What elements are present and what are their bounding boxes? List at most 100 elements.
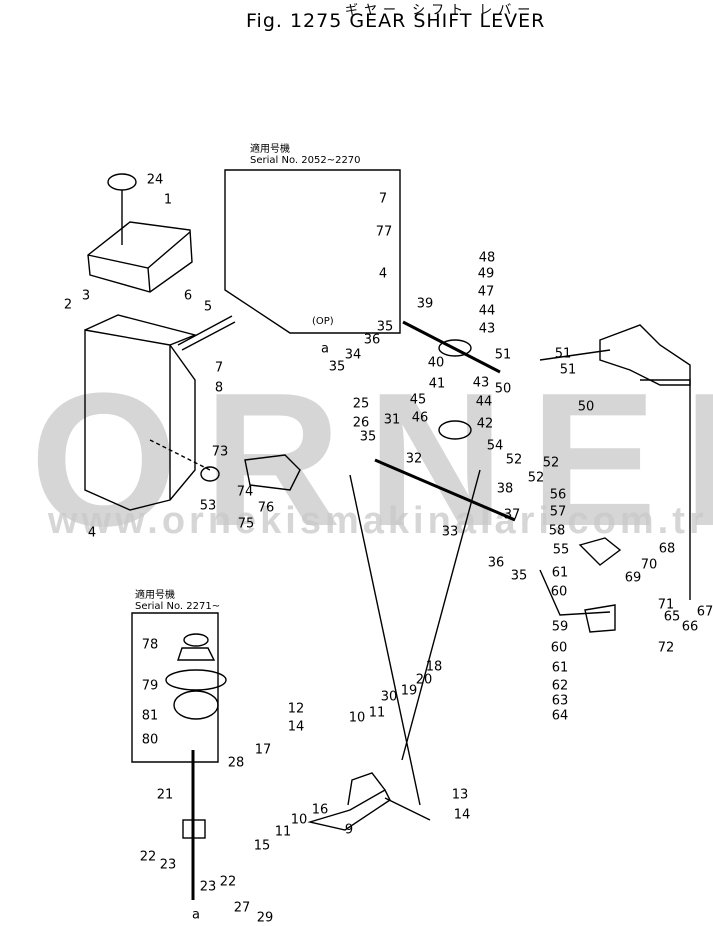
part-number-label: 10 [348, 710, 366, 726]
figure-title: Fig. 1275 GEAR SHIFT LEVER [246, 10, 546, 32]
part-number-label: 45 [409, 392, 427, 408]
part-number-label: 22 [139, 849, 157, 865]
part-number-label: 56 [549, 487, 567, 503]
part-number-label: 26 [352, 415, 370, 431]
part-number-label: 35 [376, 319, 394, 335]
part-number-label: 23 [199, 879, 217, 895]
part-number-label: 34 [344, 347, 362, 363]
part-number-label: 14 [453, 807, 471, 823]
part-number-label: 72 [657, 640, 675, 656]
part-number-label: 68 [658, 541, 676, 557]
part-number-label: 2 [63, 297, 73, 313]
part-number-label: 50 [494, 381, 512, 397]
part-number-label: 43 [478, 321, 496, 337]
part-number-label: 48 [478, 250, 496, 266]
rod-33 [374, 458, 516, 522]
part-number-label: a [192, 907, 200, 923]
serial-box-2-outline [131, 612, 219, 763]
part-number-label: 15 [253, 838, 271, 854]
part-number-label: 30 [380, 689, 398, 705]
part-number-label: 7 [214, 360, 224, 376]
part-number-label: 35 [359, 429, 377, 445]
part-number-label: 18 [425, 659, 443, 675]
part-number-label: 6 [183, 288, 193, 304]
part-number-label: 7 [378, 191, 388, 207]
part-number-label: 25 [352, 396, 370, 412]
title-japanese: ギヤー シフト レバー [345, 3, 537, 18]
part-number-label: 12 [287, 701, 305, 717]
part-number-label: 51 [554, 346, 572, 362]
part-number-label: 52 [527, 470, 545, 486]
part-number-label: 79 [141, 678, 159, 694]
serial-jp: 適用号機 [135, 590, 175, 601]
part-number-label: 36 [487, 555, 505, 571]
part-number-label: a [321, 341, 329, 357]
part-number-label: 17 [254, 742, 272, 758]
part-number-label: 21 [156, 787, 174, 803]
part-number-label: 28 [227, 755, 245, 771]
part-number-label: 80 [141, 732, 159, 748]
part-number-label: 73 [211, 444, 229, 460]
part-number-label: 53 [199, 498, 217, 514]
part-number-label: 75 [237, 516, 255, 532]
part-number-label: 29 [256, 910, 274, 926]
serial-range: Serial No. 2052~2270 [250, 155, 361, 166]
part-number-label: 19 [400, 683, 418, 699]
part-number-label: 22 [219, 874, 237, 890]
part-number-label: 40 [427, 355, 445, 371]
part-number-label: 23 [159, 857, 177, 873]
knob-24 [107, 173, 137, 191]
part-number-label: 42 [476, 416, 494, 432]
part-number-label: 77 [375, 224, 393, 240]
part-number-label: 51 [494, 347, 512, 363]
part-number-label: 31 [383, 412, 401, 428]
part-number-label: 1 [163, 192, 173, 208]
part-number-label: 32 [405, 451, 423, 467]
part-number-label: 74 [236, 484, 254, 500]
part-number-label: 60 [550, 584, 568, 600]
lever-39 [402, 320, 501, 374]
part-number-label: 13 [451, 787, 469, 803]
part-number-label: 63 [551, 693, 569, 709]
part-number-label: 76 [257, 500, 275, 516]
part-number-label: 37 [503, 507, 521, 523]
shift-cover [87, 221, 193, 293]
part-number-label: 35 [328, 359, 346, 375]
part-number-label: 50 [577, 399, 595, 415]
part-number-label: 49 [477, 266, 495, 282]
part-number-label: 65 [663, 609, 681, 625]
part-number-label: 11 [368, 705, 386, 721]
part-number-label: 61 [551, 660, 569, 676]
part-number-label: 62 [551, 678, 569, 694]
part-number-label: 46 [411, 410, 429, 426]
part-number-label: 71 [657, 597, 675, 613]
part-number-label: 67 [696, 604, 713, 620]
part-number-label: 52 [542, 455, 560, 471]
part-number-label: 3 [81, 288, 91, 304]
part-number-label: 27 [233, 900, 251, 916]
part-number-label: 66 [681, 619, 699, 635]
part-number-label: 52 [505, 452, 523, 468]
part-number-label: 44 [478, 303, 496, 319]
serial-box-2-label: 適用号機 Serial No. 2271~ [135, 590, 220, 612]
serial-box-outline [224, 169, 401, 334]
part-number-label: 4 [378, 266, 388, 282]
part-number-label: 5 [203, 299, 213, 315]
serial-jp: 適用号機 [250, 144, 290, 155]
part-number-label: 10 [290, 812, 308, 828]
part-number-label: 43 [472, 375, 490, 391]
part-number-label: 51 [559, 362, 577, 378]
bracket-9 [307, 772, 391, 831]
part-number-label: 78 [141, 637, 159, 653]
part-number-label: 58 [548, 523, 566, 539]
part-number-label: 55 [552, 542, 570, 558]
part-number-label: 69 [624, 570, 642, 586]
part-number-label: 11 [274, 824, 292, 840]
part-number-label: 81 [141, 708, 159, 724]
part-number-label: 8 [214, 380, 224, 396]
part-number-label: 24 [146, 172, 164, 188]
part-number-label: 33 [441, 524, 459, 540]
part-number-label: 61 [551, 565, 569, 581]
part-number-label: 9 [344, 822, 354, 838]
